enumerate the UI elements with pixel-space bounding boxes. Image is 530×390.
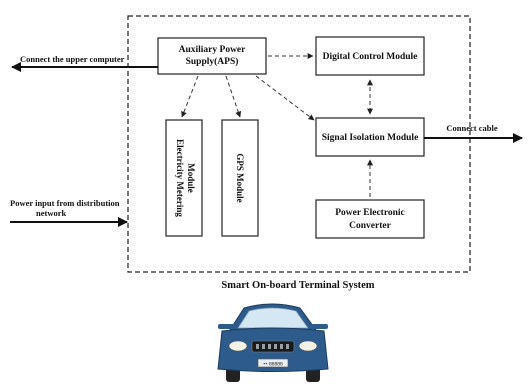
gps-label: GPS Module: [235, 153, 245, 202]
system-boundary: [127, 15, 471, 273]
power-input-label-line2: network: [36, 208, 66, 218]
car-license-plate: [257, 358, 289, 368]
car-illustration: ••·88888: [217, 303, 329, 382]
power-electronic-label-line1: Power Electronic: [335, 208, 405, 218]
power-input-label-line1: Power input from distribution: [10, 198, 120, 208]
gps-block: [221, 119, 259, 237]
car-windshield: [237, 307, 309, 329]
aps-to-metering-arrow: [181, 75, 199, 118]
car-mirror-left: [218, 324, 236, 329]
digital-control-block: [315, 36, 425, 76]
signal-isolation-block: [315, 117, 425, 157]
car-headlight-right: [298, 340, 318, 352]
upper-computer-label: Connect the upper computer: [20, 54, 125, 64]
aps-to-signal-arrow: [255, 75, 315, 121]
electricity-metering-label-line2: Module: [186, 163, 196, 193]
electricity-metering-label-line1: Electricity Metering: [175, 139, 185, 217]
aps-label-line1: Auxiliary Power: [179, 45, 247, 55]
aps-label-line2: Supply(APS): [186, 56, 239, 67]
car-grille-bars: [256, 344, 289, 349]
car-plate-text: ••·88888: [263, 362, 283, 368]
system-title: Smart On-board Terminal System: [221, 280, 374, 291]
car-headlight-left: [228, 340, 248, 352]
aps-block: [157, 37, 267, 75]
aps-to-gps-arrow: [225, 75, 242, 118]
car-grille: [251, 340, 295, 353]
connect-cable-label: Connect cable: [446, 123, 497, 133]
signal-isolation-label: Signal Isolation Module: [322, 133, 419, 143]
digital-control-label: Digital Control Module: [323, 52, 418, 62]
power-electronic-block: [315, 199, 425, 239]
car-mirror-right: [310, 324, 328, 329]
electricity-metering-block: [165, 119, 203, 237]
power-electronic-label-line2: Converter: [349, 221, 391, 231]
